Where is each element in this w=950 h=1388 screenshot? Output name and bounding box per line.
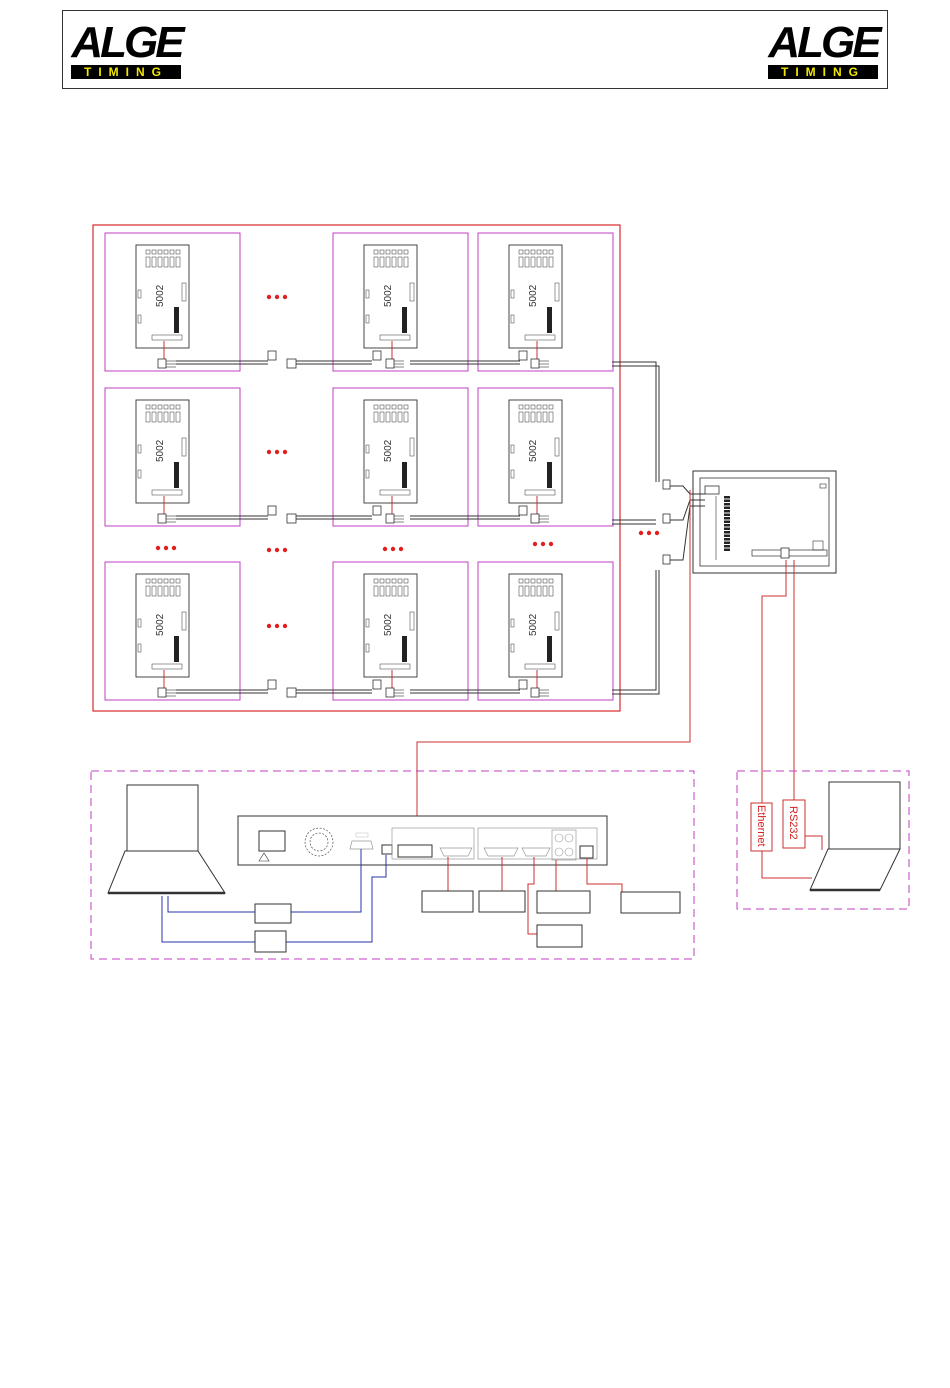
ellipsis-dots [267,548,287,552]
board-label: 5002 [155,613,166,636]
ellipsis-dots [533,542,553,546]
ellipsis-dots [156,546,176,550]
display-module: 5002 [333,388,468,526]
display-module: 5002 [105,233,240,371]
ellipsis-dots [267,295,287,299]
bus-connectors [663,480,670,564]
display-module: 5002 [478,388,613,526]
bus-lines [612,362,705,694]
ellipsis-dots [383,547,403,551]
display-module: 5002 [478,233,613,371]
display-module: 5002 [105,388,240,526]
rs232-label: RS232 [787,806,799,840]
peripheral-boxes [422,891,680,947]
board-label: 5002 [383,284,394,307]
display-module: 5002 [333,233,468,371]
ellipsis-dots [639,531,659,535]
board-label: 5002 [528,439,539,462]
ellipsis-dots [267,624,287,628]
board-label: 5002 [155,439,166,462]
controller-box [693,471,836,573]
ellipsis-dots [267,450,287,454]
module-cables [176,351,527,697]
board-label: 5002 [383,613,394,636]
ethernet-label: Ethernet [755,805,767,847]
timer-output-cables [448,857,622,934]
board-label: 5002 [528,613,539,636]
display-module: 5002 [105,562,240,700]
adapter-box-1 [255,904,291,923]
display-module: 5002 [333,562,468,700]
board-label: 5002 [155,284,166,307]
laptop-left-icon [108,785,225,893]
adapter-box-2 [255,931,286,952]
display-modules: 5002 5002 5002 5002 5002 5002 5002 5002 5002 [105,233,613,700]
display-module: 5002 [478,562,613,700]
board-label: 5002 [383,439,394,462]
board-label: 5002 [528,284,539,307]
timer-device [238,816,607,865]
laptop-right-icon [810,782,900,890]
